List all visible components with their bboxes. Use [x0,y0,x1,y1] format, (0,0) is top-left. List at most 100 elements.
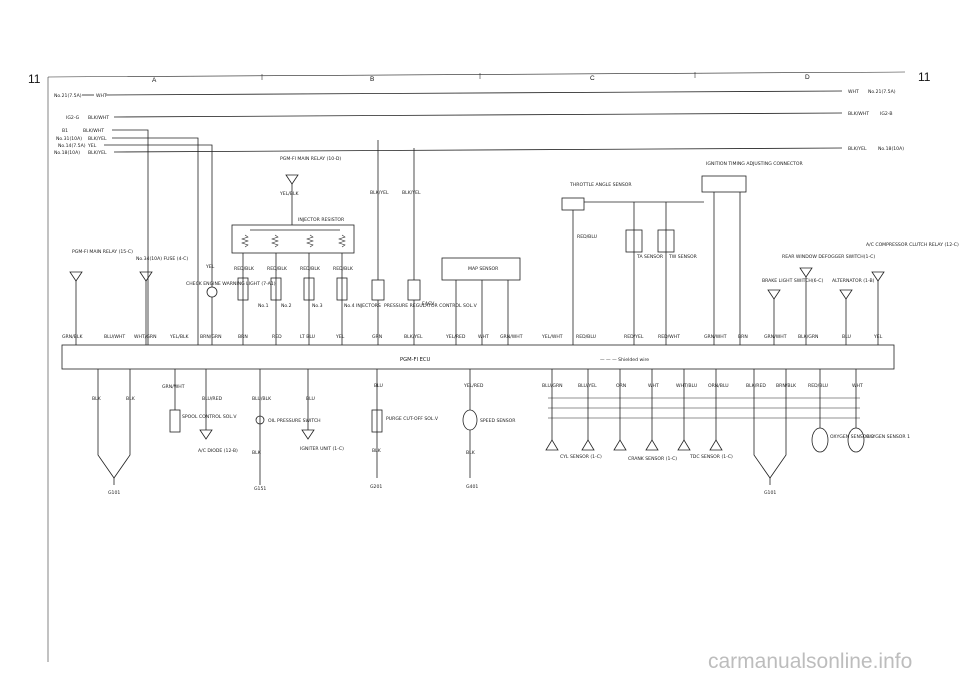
svg-text:ORN: ORN [616,383,626,389]
main-relay-symbol [285,174,299,185]
svg-text:No.3: No.3 [312,303,323,309]
svg-text:No.14(7.5A): No.14(7.5A) [58,143,86,149]
svg-text:RED/BLU: RED/BLU [576,334,596,340]
ground-harness-g101 [97,369,131,479]
svg-text:CRANK SENSOR (1-C): CRANK SENSOR (1-C) [628,456,677,462]
page-number-left: 11 [28,72,41,86]
svg-text:BRN: BRN [238,334,248,340]
frame-top [47,71,906,78]
svg-text:BLU: BLU [842,334,851,340]
svg-text:No.31(10A): No.31(10A) [56,136,82,142]
svg-text:EACV: EACV [422,301,435,307]
check-engine-label: CHECK ENGINE WARNING LIGHT (7-A1) [186,281,276,287]
alternator-label: ALTERNATOR (1-B) [832,278,875,284]
svg-text:No.18(10A): No.18(10A) [54,150,80,156]
svg-text:GRN/WHT: GRN/WHT [704,334,727,340]
supply-ig2g-wire: BLK/WHT [88,115,109,121]
svg-text:GRN/WHT: GRN/WHT [764,334,787,340]
svg-text:B1: B1 [62,128,68,134]
ecu-bottom-wire-labels: BLK BLK GRN/WHT BLU/RED BLU/BLK BLU BLU … [92,383,863,402]
svg-text:YEL: YEL [87,143,97,149]
svg-text:RED/BLK: RED/BLK [300,266,321,272]
shielded-wire-legend: — — — Shielded wire [600,357,649,363]
svg-text:YEL/BLK: YEL/BLK [169,334,190,340]
oxygen-sensor-2 [811,427,829,453]
svg-text:G401: G401 [466,484,478,490]
svg-text:YEL/BLK: YEL/BLK [279,191,300,197]
page-number-right: 11 [918,70,931,84]
svg-text:WHT: WHT [648,383,659,389]
svg-text:BLU: BLU [374,383,383,389]
svg-text:A/C DIODE (12-B): A/C DIODE (12-B) [198,448,238,454]
svg-text:RED/WHT: RED/WHT [658,334,680,340]
svg-text:SPOOL CONTROL SOL.V: SPOOL CONTROL SOL.V [182,414,237,420]
svg-text:GRN/BLK: GRN/BLK [62,334,83,340]
svg-text:WHT/BLU: WHT/BLU [676,383,697,389]
svg-text:BRN: BRN [738,334,748,340]
svg-text:RED/BLU: RED/BLU [577,234,597,240]
column-a: A [152,77,157,84]
supply-no21: No.21(7.5A) [54,93,82,99]
svg-text:BLK/YEL: BLK/YEL [402,190,421,196]
check-engine-lamp [206,286,218,298]
distributor-sensors: CYL SENSOR (1-C) CRANK SENSOR (1-C) TDC … [545,369,860,462]
svg-text:G151: G151 [254,486,266,492]
ignition-timing-label: IGNITION TIMING ADJUSTING CONNECTOR [706,161,803,167]
svg-text:RED/BLK: RED/BLK [234,266,255,272]
svg-text:GRN/WHT: GRN/WHT [162,384,185,390]
svg-text:G201: G201 [370,484,382,490]
svg-text:No.21(7.5A): No.21(7.5A) [868,89,896,95]
svg-text:RED: RED [272,334,282,340]
svg-text:BLK/YEL: BLK/YEL [88,150,107,156]
pressure-regulator-solenoid [371,279,385,301]
svg-text:BLK: BLK [92,396,102,402]
svg-text:BLU/RED: BLU/RED [202,396,222,402]
svg-text:BLK/YEL: BLK/YEL [370,190,389,196]
svg-text:WHT: WHT [852,383,863,389]
svg-text:No.18(10A): No.18(10A) [878,146,904,152]
svg-text:BRN/BLK: BRN/BLK [776,383,797,389]
svg-text:SPEED SENSOR: SPEED SENSOR [480,418,516,424]
svg-text:PURGE CUT-OFF SOL.V: PURGE CUT-OFF SOL.V [386,416,439,422]
rear-defogger-label: REAR WINDOW DEFOGGER SWITCH(1-C) [782,254,875,260]
ac-relay-label: A/C COMPRESSOR CLUTCH RELAY (12-C) [866,242,959,248]
pgmfi-relay-label: PGM-FI MAIN RELAY (15-C) [72,249,133,255]
svg-text:INJECTOR RESISTOR: INJECTOR RESISTOR [298,217,345,223]
svg-text:BLK: BLK [126,396,136,402]
svg-text:BLK/RED: BLK/RED [746,383,766,389]
svg-text:BRN/GRN: BRN/GRN [200,334,222,340]
svg-text:YEL: YEL [873,334,883,340]
svg-text:YEL/RED: YEL/RED [463,383,484,389]
svg-text:TA SENSOR: TA SENSOR [636,254,664,260]
svg-text:GRN/WHT: GRN/WHT [500,334,523,340]
svg-text:CYL SENSOR (1-C): CYL SENSOR (1-C) [560,454,602,460]
ignition-timing-connector [701,175,747,193]
svg-text:GRN: GRN [372,334,382,340]
svg-text:BLK: BLK [466,450,476,456]
svg-text:BLU/WHT: BLU/WHT [104,334,125,340]
supply-no21-wire: WHT [96,93,107,99]
svg-text:No.1: No.1 [258,303,269,309]
igniter-unit [301,429,315,440]
svg-text:IG2-B: IG2-B [880,111,892,117]
spool-control-solenoid [169,409,181,433]
svg-text:BLU/BLK: BLU/BLK [252,396,272,402]
column-b: B [370,76,374,83]
svg-text:MAP SENSOR: MAP SENSOR [468,266,499,272]
oxygen-sensor-1 [847,427,865,453]
pgm-fi-ecu [61,344,895,370]
svg-text:TDC SENSOR (1-C): TDC SENSOR (1-C) [689,454,733,460]
eacv-valve [407,279,421,301]
svg-text:WHT: WHT [478,334,489,340]
injector-resistor-elements [241,234,346,248]
svg-text:IGNITER UNIT (1-C): IGNITER UNIT (1-C) [300,446,344,452]
fuse-label: No.34(10A) FUSE (4-C) [136,256,188,262]
svg-text:G101: G101 [764,490,776,496]
svg-text:YEL/WHT: YEL/WHT [541,334,563,340]
svg-text:BLK/YEL: BLK/YEL [404,334,423,340]
supply-ig2g: IG2-G [66,115,80,121]
svg-text:ORN/BLU: ORN/BLU [708,383,729,389]
column-c: C [590,75,595,82]
svg-text:BLK: BLK [372,448,382,454]
svg-text:G101: G101 [108,490,120,496]
